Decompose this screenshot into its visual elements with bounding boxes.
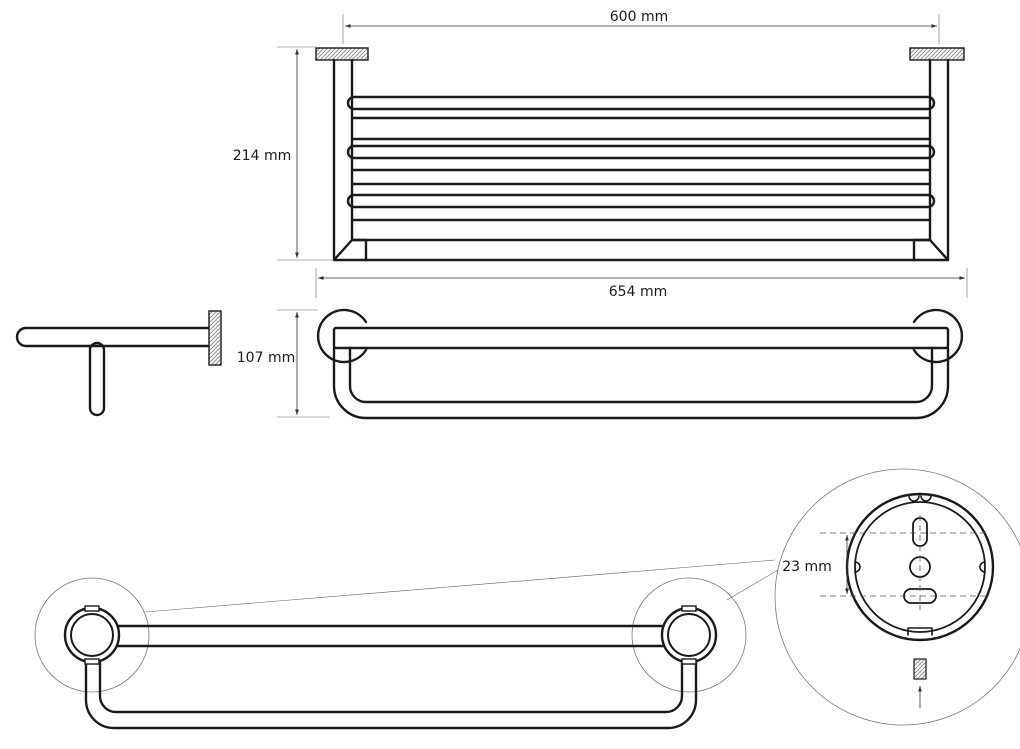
dimension-label-600: 600 mm <box>610 9 668 25</box>
bottom-left-rosette <box>63 605 121 665</box>
bottom-right-rosette <box>660 605 718 665</box>
detail-inner-ring <box>854 501 986 633</box>
bottom-view <box>34 559 796 730</box>
top-view-left-rosette <box>316 308 368 364</box>
top-view <box>316 308 964 420</box>
dimension-label-654: 654 mm <box>609 284 667 300</box>
detail-set-screw <box>913 658 927 680</box>
dimension-label-23: 23 mm <box>782 559 832 575</box>
side-top-rail <box>15 326 210 348</box>
rail-3 <box>346 193 936 209</box>
dimension-label-107: 107 mm <box>237 350 295 366</box>
side-hanging-bar <box>88 341 106 417</box>
dimension-654: 654 mm <box>315 268 968 300</box>
rail-2 <box>346 144 936 160</box>
side-view <box>15 310 222 417</box>
left-wall-plate <box>315 47 369 61</box>
front-view <box>315 47 965 262</box>
detail-view: 23 mm <box>774 468 1020 726</box>
left-bracket <box>332 58 368 262</box>
right-zoom-circle <box>631 577 747 693</box>
dimension-600: 600 mm <box>342 9 940 44</box>
dimension-214: 214 mm <box>233 46 334 261</box>
top-view-loop <box>332 346 950 420</box>
side-wall-plate <box>208 310 222 366</box>
detail-zoom-circle <box>774 468 1020 726</box>
rail-1 <box>346 95 936 111</box>
left-zoom-circle <box>34 577 150 693</box>
right-wall-plate <box>909 47 965 61</box>
top-view-right-rosette <box>912 308 964 364</box>
dimension-107: 107 mm <box>237 309 330 418</box>
dimension-label-214: 214 mm <box>233 148 291 164</box>
right-bracket <box>912 58 950 262</box>
